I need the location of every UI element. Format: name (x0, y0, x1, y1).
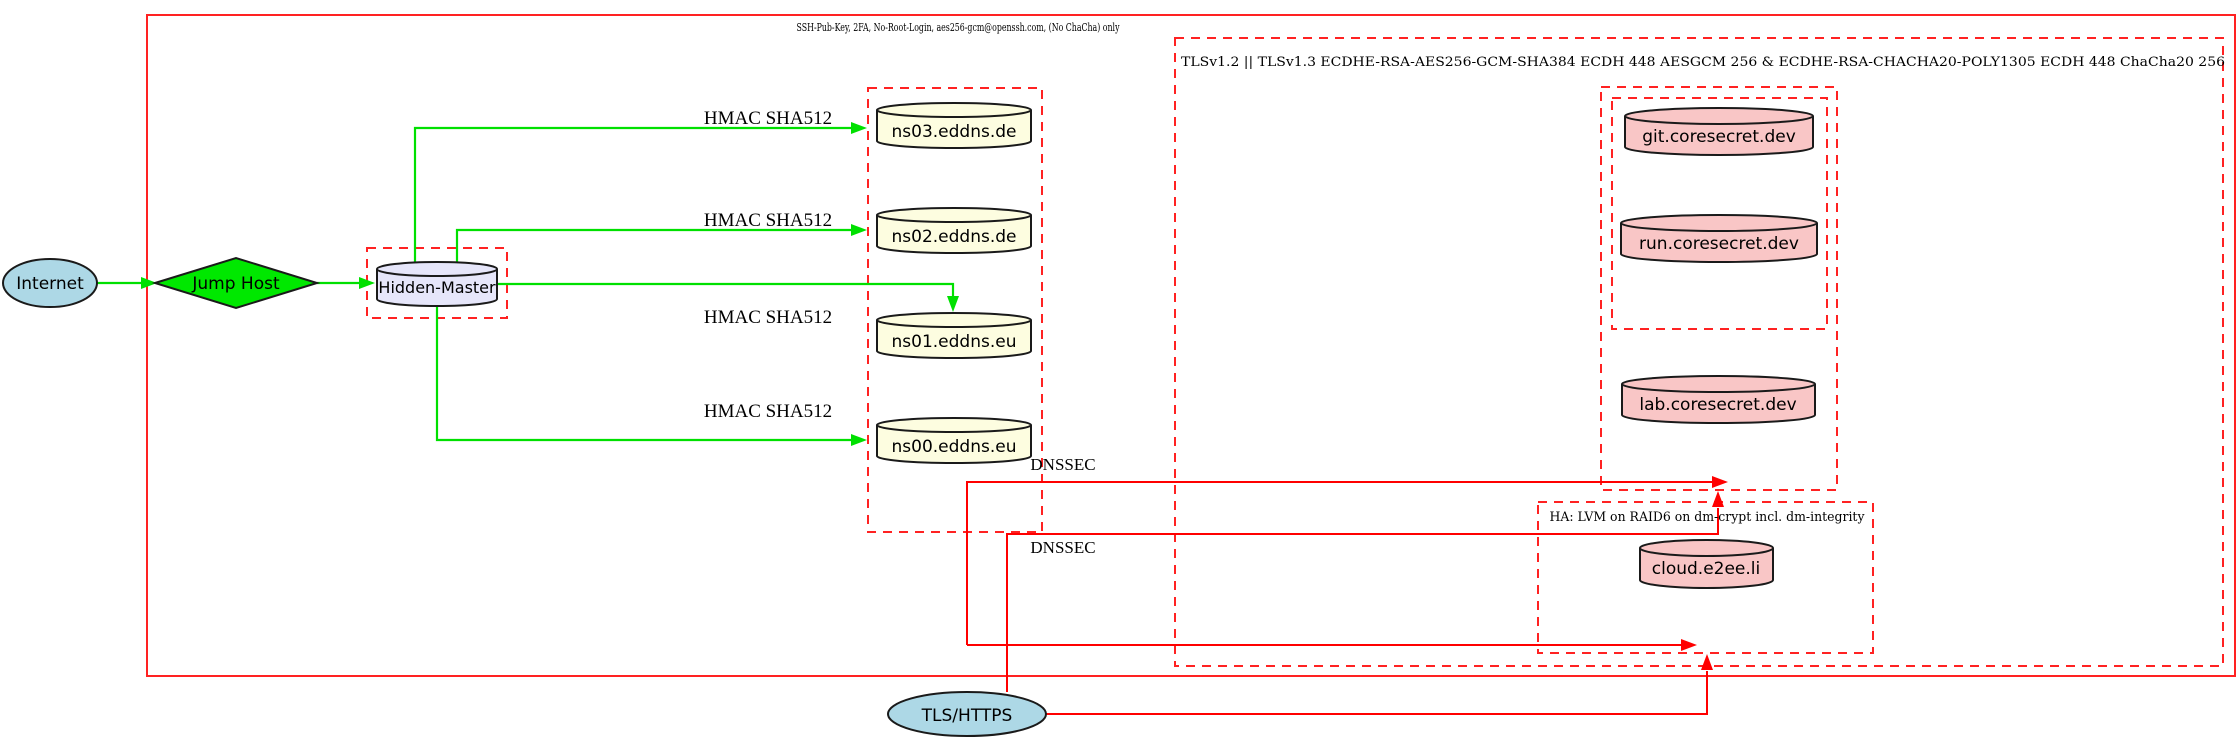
ns00-label: ns00.eddns.eu (892, 437, 1017, 457)
arrowhead-master-to-ns01 (947, 296, 959, 312)
ssh-cluster-box (146, 14, 2236, 677)
hmac-label-ns00: HMAC SHA512 (704, 401, 832, 422)
edge-master-to-ns02 (455, 228, 851, 262)
hidden-master-node (376, 261, 498, 307)
edge-master-to-ns01 (497, 282, 955, 296)
tls-cluster-label: TLSv1.2 || TLSv1.3 ECDHE-RSA-AES256-GCM-… (1181, 55, 2225, 70)
arrowhead-tlshttps-to-ha (1701, 654, 1713, 670)
hmac-label-ns01: HMAC SHA512 (704, 307, 832, 328)
hidden-master-label: Hidden-Master (378, 278, 496, 297)
ns02-label: ns02.eddns.de (892, 227, 1017, 247)
tls-https-node (887, 691, 1047, 737)
tls-cluster-box (1174, 37, 2224, 667)
git-run-cluster-box (1611, 97, 1828, 330)
ns02-cylinder-lid (876, 214, 1032, 223)
jump-host-label: Jump Host (191, 274, 280, 294)
arrowhead-master-to-ns02 (851, 224, 867, 236)
arrowhead-dns-to-ha (1681, 639, 1697, 651)
internet-node (2, 258, 98, 308)
run-node (1620, 214, 1818, 263)
ns01-node (876, 312, 1032, 359)
arrowhead-tlshttps-to-coresecret (1712, 491, 1724, 507)
hmac-label-ns02: HMAC SHA512 (704, 210, 832, 231)
run-cylinder-lid (1620, 222, 1818, 232)
hmac-label-ns03: HMAC SHA512 (704, 108, 832, 129)
ns00-cylinder-lid (876, 424, 1032, 433)
hidden-master-cylinder-lid (376, 268, 498, 277)
cloud-label: cloud.e2ee.li (1652, 559, 1760, 579)
run-label: run.coresecret.dev (1639, 234, 1799, 254)
lab-cylinder-lid (1621, 383, 1816, 393)
git-cylinder-lid (1624, 115, 1814, 125)
git-label: git.coresecret.dev (1642, 127, 1796, 147)
ns00-node (876, 417, 1032, 464)
arrowhead-dns-to-coresecret (1712, 476, 1728, 488)
edge-master-to-ns03 (413, 126, 851, 262)
jump-host-node (151, 256, 321, 310)
eddns-cluster-box (867, 87, 1043, 533)
ha-cluster-label: HA: LVM on RAID6 on dm-crypt incl. dm-in… (1550, 510, 1866, 525)
git-node (1624, 107, 1814, 156)
cloud-node (1639, 539, 1774, 589)
arrowhead-master-to-ns03 (851, 122, 867, 134)
cloud-cylinder-lid (1639, 547, 1774, 557)
ns03-node (876, 102, 1032, 149)
ns01-cylinder-lid (876, 319, 1032, 328)
edge-dns-to-coresecret (966, 481, 1712, 645)
lab-label: lab.coresecret.dev (1639, 395, 1796, 415)
internet-label: Internet (16, 274, 84, 294)
ssh-cluster-label: SSH-Pub-Key, 2FA, No-Root-Login, aes256-… (797, 21, 1121, 34)
ns03-label: ns03.eddns.de (892, 122, 1017, 142)
arrowhead-master-to-ns00 (851, 434, 867, 446)
arrowhead-jump-to-master (359, 277, 375, 289)
edge-tlshttps-to-coresecret (1006, 508, 1719, 692)
arrowhead-internet-to-jump (141, 277, 157, 289)
ns03-cylinder-lid (876, 109, 1032, 118)
coresecret-cluster-box (1600, 86, 1838, 491)
lab-node (1621, 375, 1816, 424)
ns02-node (876, 207, 1032, 254)
edge-tlshttps-to-ha (1045, 671, 1708, 715)
ha-cluster-box (1537, 501, 1874, 654)
dnssec-label-bottom: DNSSEC (1030, 538, 1095, 557)
tls-https-label: TLS/HTTPS (921, 706, 1013, 726)
dnssec-label-top: DNSSEC (1030, 455, 1095, 474)
edge-master-to-ns00 (435, 306, 851, 442)
ns01-label: ns01.eddns.eu (892, 332, 1017, 352)
